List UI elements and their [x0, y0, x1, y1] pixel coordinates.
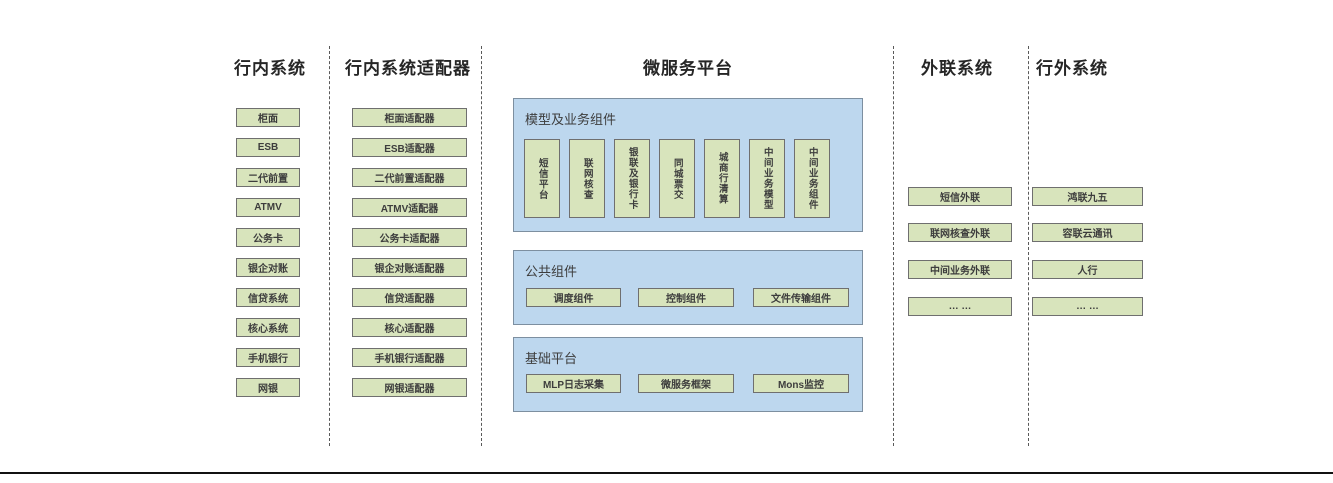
divider-dashed-1 [329, 46, 330, 446]
node-base-monitor: Mons监控 [753, 374, 849, 393]
column-title-external: 行外系统 [1036, 59, 1108, 78]
node-internal-5: 银企对账 [236, 258, 300, 277]
node-internal-0: 柜面 [236, 108, 300, 127]
node-internal-3: ATMV [236, 198, 300, 217]
node-external-1: 容联云通讯 [1032, 223, 1143, 242]
node-platform-citybill: 同城票交 [659, 139, 695, 218]
divider-dashed-4 [1028, 46, 1029, 446]
node-adapter-7: 核心适配器 [352, 318, 467, 337]
node-platform-mid-comp: 中间业务组件 [794, 139, 830, 218]
column-title-internal: 行内系统 [234, 59, 306, 78]
node-adapter-1: ESB适配器 [352, 138, 467, 157]
node-internal-4: 公务卡 [236, 228, 300, 247]
node-internal-1: ESB [236, 138, 300, 157]
node-external-0: 鸿联九五 [1032, 187, 1143, 206]
column-title-outreach: 外联系统 [921, 59, 993, 78]
node-outreach-1: 联网核查外联 [908, 223, 1012, 242]
node-adapter-4: 公务卡适配器 [352, 228, 467, 247]
node-platform-unionpay: 银联及银行卡 [614, 139, 650, 218]
node-internal-2: 二代前置 [236, 168, 300, 187]
divider-dashed-2 [481, 46, 482, 446]
node-internal-6: 信贷系统 [236, 288, 300, 307]
node-platform-clearing: 城商行清算 [704, 139, 740, 218]
group-base-platform: 基础平台 MLP日志采集 微服务框架 Mons监控 [513, 337, 863, 412]
node-external-3: … … [1032, 297, 1143, 316]
node-platform-mid-model: 中间业务模型 [749, 139, 785, 218]
bottom-rule [0, 472, 1333, 474]
node-platform-netcheck: 联网核查 [569, 139, 605, 218]
group-title: 基础平台 [525, 351, 578, 366]
node-adapter-9: 网银适配器 [352, 378, 467, 397]
node-internal-7: 核心系统 [236, 318, 300, 337]
node-base-mlp-log: MLP日志采集 [526, 374, 621, 393]
group-title: 模型及业务组件 [525, 112, 617, 127]
node-adapter-2: 二代前置适配器 [352, 168, 467, 187]
column-title-adapters: 行内系统适配器 [345, 59, 471, 78]
node-internal-8: 手机银行 [236, 348, 300, 367]
node-outreach-0: 短信外联 [908, 187, 1012, 206]
node-adapter-8: 手机银行适配器 [352, 348, 467, 367]
node-base-framework: 微服务框架 [638, 374, 734, 393]
node-external-2: 人行 [1032, 260, 1143, 279]
column-title-platform: 微服务平台 [643, 59, 733, 78]
node-common-filetrans: 文件传输组件 [753, 288, 849, 307]
node-common-control: 控制组件 [638, 288, 734, 307]
node-adapter-6: 信贷适配器 [352, 288, 467, 307]
node-adapter-3: ATMV适配器 [352, 198, 467, 217]
node-platform-sms: 短信平台 [524, 139, 560, 218]
group-title: 公共组件 [525, 264, 578, 279]
node-adapter-0: 柜面适配器 [352, 108, 467, 127]
node-outreach-3: … … [908, 297, 1012, 316]
node-outreach-2: 中间业务外联 [908, 260, 1012, 279]
divider-dashed-3 [893, 46, 894, 446]
group-model-business-components: 模型及业务组件 短信平台 联网核查 银联及银行卡 同城票交 城商行清算 中间业务… [513, 98, 863, 232]
node-adapter-5: 银企对账适配器 [352, 258, 467, 277]
node-common-scheduler: 调度组件 [526, 288, 621, 307]
group-common-components: 公共组件 调度组件 控制组件 文件传输组件 [513, 250, 863, 325]
node-internal-9: 网银 [236, 378, 300, 397]
